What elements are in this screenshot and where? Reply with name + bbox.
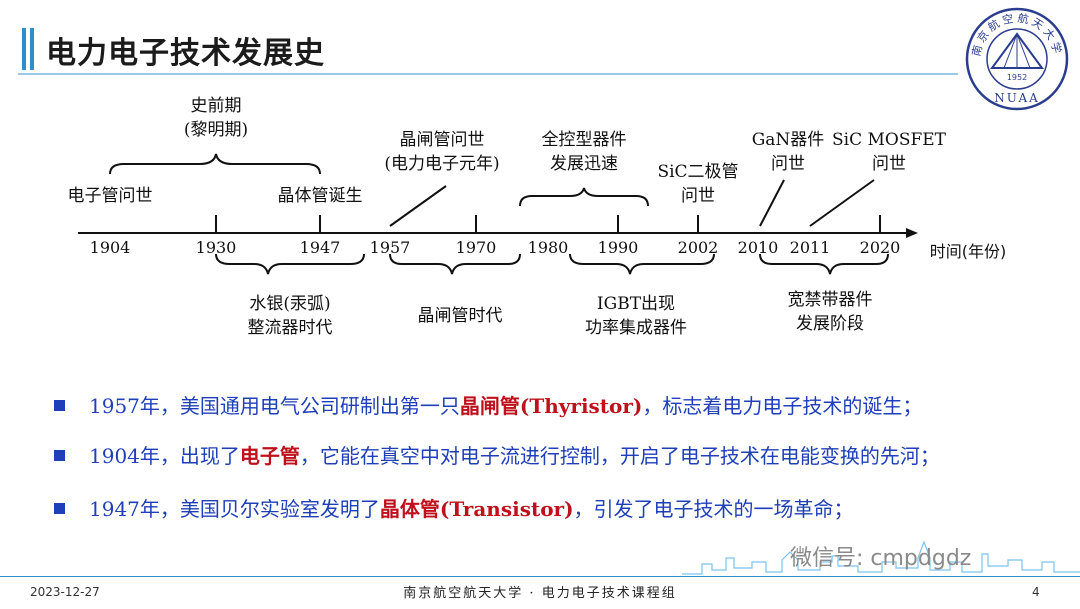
event-line: 问世 [872,154,906,174]
bullet-highlight: 晶体管 [379,497,440,521]
seal-abbr: NUAA [994,91,1040,105]
bullet-square-icon [54,400,65,411]
event-line: (电力电子元年) [384,154,500,174]
bullet-text: ，它能在真空中对电子流进行控制，开启了电子技术在电能变换的先河； [299,444,940,468]
brace-igbt [569,253,715,275]
bullet-1957: 1957年，美国通用电气公司研制出第一只晶闸管(Thyristor)，标志着电力… [54,390,922,419]
event-line: SiC MOSFET [831,130,947,150]
title-divider [18,73,958,75]
event-thyristor: 晶闸管问世 (电力电子元年) [384,128,499,176]
event-vacuum-tube: 电子管问世 [67,186,153,206]
era-igbt: IGBT出现 功率集成器件 [585,292,687,340]
title-accent-bar [22,28,26,70]
university-seal-logo: 南京航空航天大学 1952 NUAA [965,7,1069,111]
era-wide-bandgap: 宽禁带器件 发展阶段 [788,288,873,336]
bullet-square-icon [54,450,65,461]
brace-mercury [215,253,365,275]
brace-thyristor [389,253,521,275]
era-line: 功率集成器件 [585,318,687,338]
seal-year: 1952 [1007,73,1027,82]
year-label: 1947 [299,238,341,257]
year-label: 2020 [859,238,901,257]
bullet-1904: 1904年，出现了电子管，它能在真空中对电子流进行控制，开启了电子技术在电能变换… [54,440,940,469]
event-line: 问世 [681,186,715,206]
era-line: 水银(汞弧) [249,294,331,314]
era-mercury-rectifier: 水银(汞弧) 整流器时代 [248,292,333,340]
event-line: GaN器件 [751,130,825,150]
bullet-square-icon [54,503,65,514]
bullet-text: 年，美国通用电气公司研制出第一只 [139,394,460,418]
pointer-2011 [809,179,875,227]
bullet-text: ，标志着电力电子技术的诞生； [642,394,923,418]
event-prehistory: 史前期 (黎明期) [184,94,248,142]
era-line: IGBT出现 [596,294,676,314]
bullet-highlight: 电子管 [239,444,300,468]
page-title: 电力电子技术发展史 [46,36,325,71]
event-line: 史前期 [190,96,242,116]
bullet-year: 1904 [89,444,140,468]
event-transistor: 晶体管诞生 [277,186,363,206]
event-line: 晶闸管问世 [399,130,485,150]
brace-widebandgap [759,253,889,275]
event-line: 全控型器件 [541,130,627,150]
event-line: 问世 [771,154,805,174]
bullet-year: 1957 [89,394,140,418]
year-label: 2002 [677,238,719,257]
event-gan: GaN器件 问世 [752,128,825,176]
year-label: 1957 [369,238,411,257]
year-label: 1980 [527,238,569,257]
pointer-2010 [759,179,785,227]
era-line: 宽禁带器件 [787,290,873,310]
brace-prehistory [109,153,321,175]
brace-fullcontrol [519,187,649,207]
bullet-text: 年，美国贝尔实验室发明了 [139,497,380,521]
bullet-highlight-en: (Transistor) [439,497,574,521]
event-line: SiC二极管 [657,162,739,182]
axis-arrow-icon [906,228,918,238]
event-sic-diode: SiC二极管 问世 [657,160,738,208]
bullet-text: ，引发了电子技术的一场革命； [573,497,854,521]
era-line: 发展阶段 [796,314,864,334]
axis-label: 时间(年份) [929,242,1007,261]
era-line: 整流器时代 [247,318,333,338]
year-label: 2010 [737,238,779,257]
year-label: 1970 [455,238,497,257]
year-label: 1904 [89,238,131,257]
era-thyristor: 晶闸管时代 [417,306,503,326]
event-sic-mosfet: SiC MOSFET 问世 [832,128,946,176]
bullet-text: 年，出现了 [139,444,240,468]
footer-divider [0,576,1080,577]
bullet-highlight: 晶闸管 [459,394,520,418]
timeline-graphic [78,153,918,275]
bullet-1947: 1947年，美国贝尔实验室发明了晶体管(Transistor)，引发了电子技术的… [54,493,854,522]
footer-date: 2023-12-27 [30,585,100,599]
wechat-watermark: 微信号: cmpdgdz [790,546,972,571]
event-fullcontrol: 全控型器件 发展迅速 [542,128,627,176]
event-line: 发展迅速 [550,154,618,174]
year-label: 1930 [195,238,237,257]
pointer-1957 [389,185,447,227]
city-skyline-decoration [682,540,1080,575]
year-label: 2011 [789,238,831,257]
title-accent-bar [30,28,34,70]
bullet-highlight-en: (Thyristor) [519,394,643,418]
event-line: (黎明期) [183,120,249,140]
year-label: 1990 [597,238,639,257]
page-number: 4 [1032,585,1040,599]
footer-course: 南京航空航天大学 · 电力电子技术课程组 [403,586,677,601]
bullet-year: 1947 [89,497,140,521]
